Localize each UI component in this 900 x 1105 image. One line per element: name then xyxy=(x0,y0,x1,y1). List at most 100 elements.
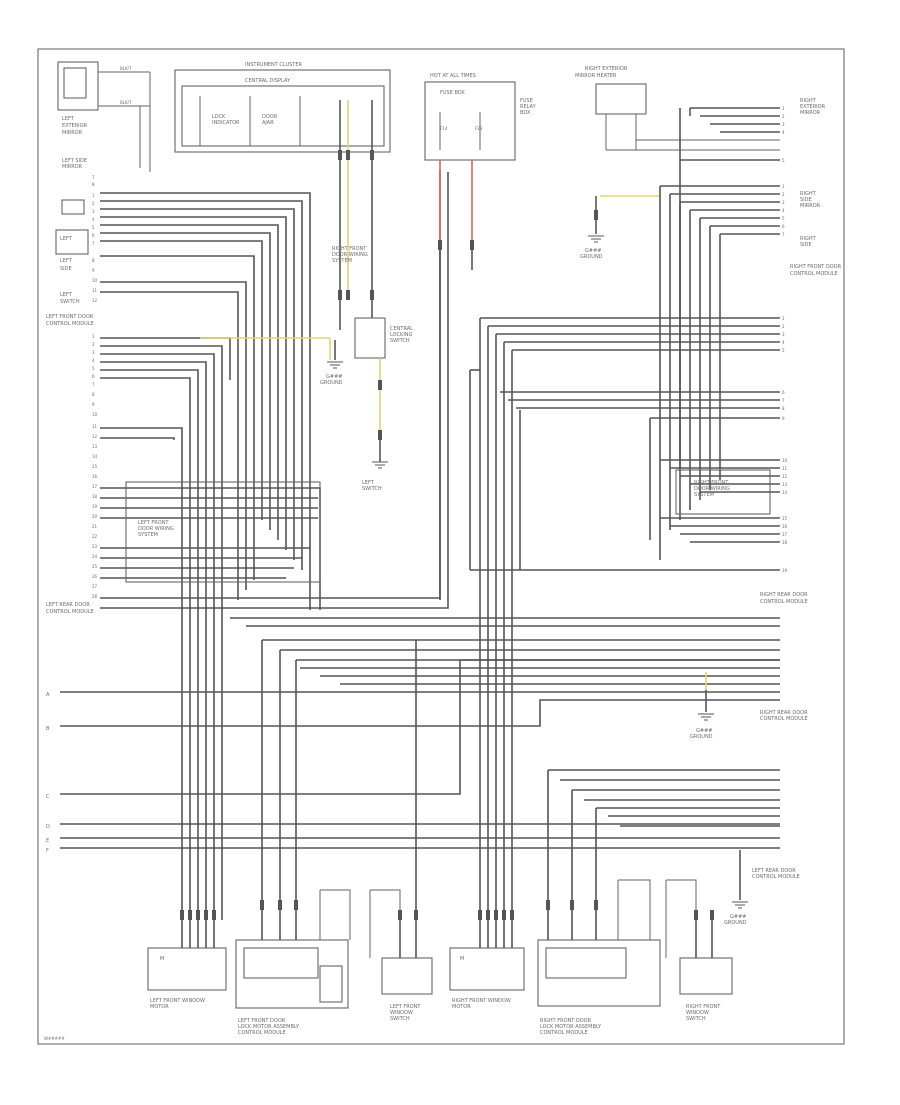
svg-text:SWITCH: SWITCH xyxy=(362,486,382,492)
svg-text:21: 21 xyxy=(92,524,98,529)
right-window-motor: M RIGHT FRONT WINDOW MOTOR xyxy=(449,920,525,1010)
svg-text:SWITCH: SWITCH xyxy=(60,299,80,305)
svg-text:24: 24 xyxy=(92,554,98,559)
svg-text:7: 7 xyxy=(92,382,95,387)
svg-text:LEFT: LEFT xyxy=(62,116,75,122)
svg-text:SIDE: SIDE xyxy=(800,197,812,203)
svg-text:EXTERIOR: EXTERIOR xyxy=(62,123,88,129)
footer-code: W##### xyxy=(44,1036,65,1041)
svg-text:6: 6 xyxy=(782,224,785,229)
svg-text:1: 1 xyxy=(782,184,785,189)
svg-text:2: 2 xyxy=(782,114,785,119)
svg-text:LEFT FRONT DOOR: LEFT FRONT DOOR xyxy=(238,1018,286,1024)
splice-markers xyxy=(180,150,714,920)
svg-text:LEFT FRONT WINDOW: LEFT FRONT WINDOW xyxy=(150,998,205,1004)
left-mirror-assembly: BLK/T BLK/T LEFT EXTERIOR MIRROR LEFT SI… xyxy=(57,61,151,215)
svg-text:19: 19 xyxy=(92,504,98,509)
svg-text:SIDE: SIDE xyxy=(60,266,72,272)
svg-text:RIGHT FRONT: RIGHT FRONT xyxy=(694,480,729,486)
svg-text:DOOR WIRING: DOOR WIRING xyxy=(694,486,730,492)
svg-text:9: 9 xyxy=(92,402,95,407)
svg-text:LOCKING: LOCKING xyxy=(390,332,413,338)
center-switch: CENTRAL LOCKING SWITCH LEFT SWITCH xyxy=(354,317,413,492)
svg-text:28: 28 xyxy=(92,594,98,599)
svg-text:INSTRUMENT CLUSTER: INSTRUMENT CLUSTER xyxy=(245,62,303,68)
svg-text:16: 16 xyxy=(782,524,788,529)
svg-text:BLK/T: BLK/T xyxy=(120,100,132,105)
svg-text:1: 1 xyxy=(782,316,785,321)
svg-text:2: 2 xyxy=(92,201,95,206)
svg-text:13: 13 xyxy=(92,444,98,449)
svg-text:RIGHT FRONT: RIGHT FRONT xyxy=(332,246,367,252)
svg-text:AJAR: AJAR xyxy=(262,120,274,126)
left-connector-pins: LEFT LEFT SIDE LEFT SWITCH LEFT FRONT DO… xyxy=(46,229,94,615)
svg-text:8: 8 xyxy=(92,258,95,263)
svg-text:9: 9 xyxy=(782,416,785,421)
svg-text:22: 22 xyxy=(92,534,98,539)
svg-text:11: 11 xyxy=(92,288,98,293)
svg-text:6: 6 xyxy=(92,233,95,238)
svg-text:MIRROR: MIRROR xyxy=(800,110,821,116)
svg-text:RIGHT: RIGHT xyxy=(800,191,817,197)
svg-text:16: 16 xyxy=(92,474,98,479)
svg-text:GROUND: GROUND xyxy=(690,734,713,740)
svg-text:SIDE: SIDE xyxy=(800,242,812,248)
svg-text:B: B xyxy=(46,726,50,732)
svg-text:13: 13 xyxy=(782,482,788,487)
svg-text:26: 26 xyxy=(92,574,98,579)
left-door-switch: LEFT FRONT WINDOW SWITCH xyxy=(369,889,433,1022)
svg-text:15: 15 xyxy=(92,464,98,469)
svg-text:CENTRAL DISPLAY: CENTRAL DISPLAY xyxy=(245,78,291,84)
svg-text:M: M xyxy=(160,956,164,962)
svg-text:D: D xyxy=(46,824,50,830)
svg-text:CONTROL MODULE: CONTROL MODULE xyxy=(238,1030,286,1036)
svg-text:EXTERIOR: EXTERIOR xyxy=(800,104,826,110)
left-inline-connector: LEFT FRONT DOOR WIRING SYSTEM xyxy=(125,481,321,583)
svg-text:MOTOR: MOTOR xyxy=(452,1004,471,1010)
left-window-motor: M LEFT FRONT WINDOW MOTOR xyxy=(147,920,227,1010)
svg-text:LOCK: LOCK xyxy=(212,114,226,120)
svg-text:MIRROR: MIRROR xyxy=(62,164,83,170)
svg-text:18: 18 xyxy=(92,494,98,499)
svg-text:FUSE: FUSE xyxy=(520,98,533,104)
svg-text:SYSTEM: SYSTEM xyxy=(332,258,352,264)
svg-text:GROUND: GROUND xyxy=(724,920,747,926)
svg-text:4: 4 xyxy=(782,130,785,135)
svg-text:G###: G### xyxy=(696,728,712,734)
svg-text:7: 7 xyxy=(782,398,785,403)
svg-text:LOCK MOTOR ASSEMBLY: LOCK MOTOR ASSEMBLY xyxy=(540,1024,602,1030)
ground-point-right-mid: G### GROUND RIGHT REAR DOOR CONTROL MODU… xyxy=(690,672,808,740)
instrument-cluster: INSTRUMENT CLUSTER CENTRAL DISPLAY LOCK … xyxy=(174,62,391,153)
right-front-door-module: RIGHT FRONT DOOR LOCK MOTOR ASSEMBLY CON… xyxy=(537,879,661,1036)
svg-text:3: 3 xyxy=(92,350,95,355)
svg-text:M: M xyxy=(460,956,464,962)
svg-text:CONTROL MODULE: CONTROL MODULE xyxy=(540,1030,588,1036)
svg-text:CONTROL MODULE: CONTROL MODULE xyxy=(46,609,94,615)
left-front-door-module: LEFT FRONT DOOR LOCK MOTOR ASSEMBLY CONT… xyxy=(235,889,351,1036)
ground-point-right-top: G### GROUND xyxy=(580,195,660,260)
svg-text:LEFT FRONT: LEFT FRONT xyxy=(390,1004,421,1010)
right-inline-connector: RIGHT FRONT DOOR WIRING SYSTEM xyxy=(675,469,771,515)
svg-text:5: 5 xyxy=(782,348,785,353)
svg-text:F23: F23 xyxy=(475,126,483,131)
svg-text:7: 7 xyxy=(92,175,95,180)
svg-text:8: 8 xyxy=(782,406,785,411)
svg-text:8: 8 xyxy=(92,392,95,397)
svg-text:1: 1 xyxy=(92,334,95,339)
svg-text:WINDOW: WINDOW xyxy=(686,1010,709,1016)
svg-text:C: C xyxy=(46,794,50,800)
svg-text:RIGHT FRONT DOOR: RIGHT FRONT DOOR xyxy=(790,264,842,270)
svg-text:WINDOW: WINDOW xyxy=(390,1010,413,1016)
svg-text:LEFT: LEFT xyxy=(60,258,73,264)
svg-text:14: 14 xyxy=(782,490,788,495)
svg-text:2: 2 xyxy=(92,342,95,347)
svg-text:12: 12 xyxy=(92,298,98,303)
svg-text:INDICATOR: INDICATOR xyxy=(212,120,240,126)
svg-text:MOTOR: MOTOR xyxy=(150,1004,169,1010)
svg-text:RIGHT REAR DOOR: RIGHT REAR DOOR xyxy=(760,592,808,598)
svg-text:1: 1 xyxy=(92,193,95,198)
svg-text:5: 5 xyxy=(92,366,95,371)
svg-text:10: 10 xyxy=(782,458,788,463)
